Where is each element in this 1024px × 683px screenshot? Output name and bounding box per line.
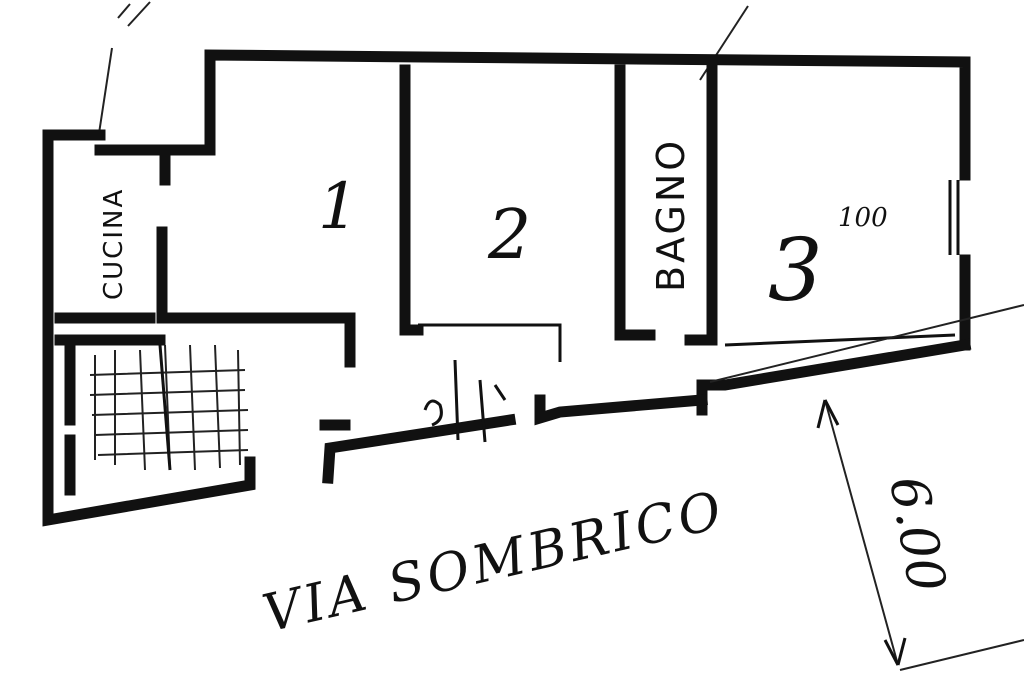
room-3-label: 3 bbox=[768, 221, 823, 321]
street-width-dimension bbox=[824, 399, 899, 666]
partition-bathroom-room3 bbox=[684, 64, 718, 346]
dimension-arrow-bottom bbox=[883, 637, 907, 666]
kitchen-label: CUCINA bbox=[99, 188, 129, 300]
entrance-sketch bbox=[423, 359, 507, 443]
outer-wall-top bbox=[204, 49, 971, 181]
street-name-label: VIA SOMBRICO bbox=[257, 480, 730, 645]
front-wall-left bbox=[322, 413, 517, 484]
room-2-label: 2 bbox=[487, 196, 531, 275]
room-3-note: 100 bbox=[838, 203, 888, 233]
street-edge-line bbox=[709, 304, 1024, 671]
room3-bottom-wall bbox=[724, 333, 956, 347]
staircase bbox=[64, 344, 249, 496]
room3-window-right bbox=[948, 180, 960, 255]
front-wall-center bbox=[534, 394, 708, 426]
street-width-label: 6.00 bbox=[877, 472, 956, 596]
bathroom-label: BAGNO bbox=[649, 138, 693, 292]
outer-wall-left bbox=[42, 129, 256, 527]
room-1-label: 1 bbox=[318, 170, 359, 244]
room2-bottom-wall bbox=[418, 323, 562, 362]
pencil-mark-top-left bbox=[97, 1, 151, 141]
partition-room1-room2 bbox=[399, 64, 424, 336]
partition-room2-bathroom bbox=[614, 64, 656, 341]
dimension-arrow-top bbox=[816, 399, 840, 429]
front-wall-right bbox=[696, 338, 972, 416]
